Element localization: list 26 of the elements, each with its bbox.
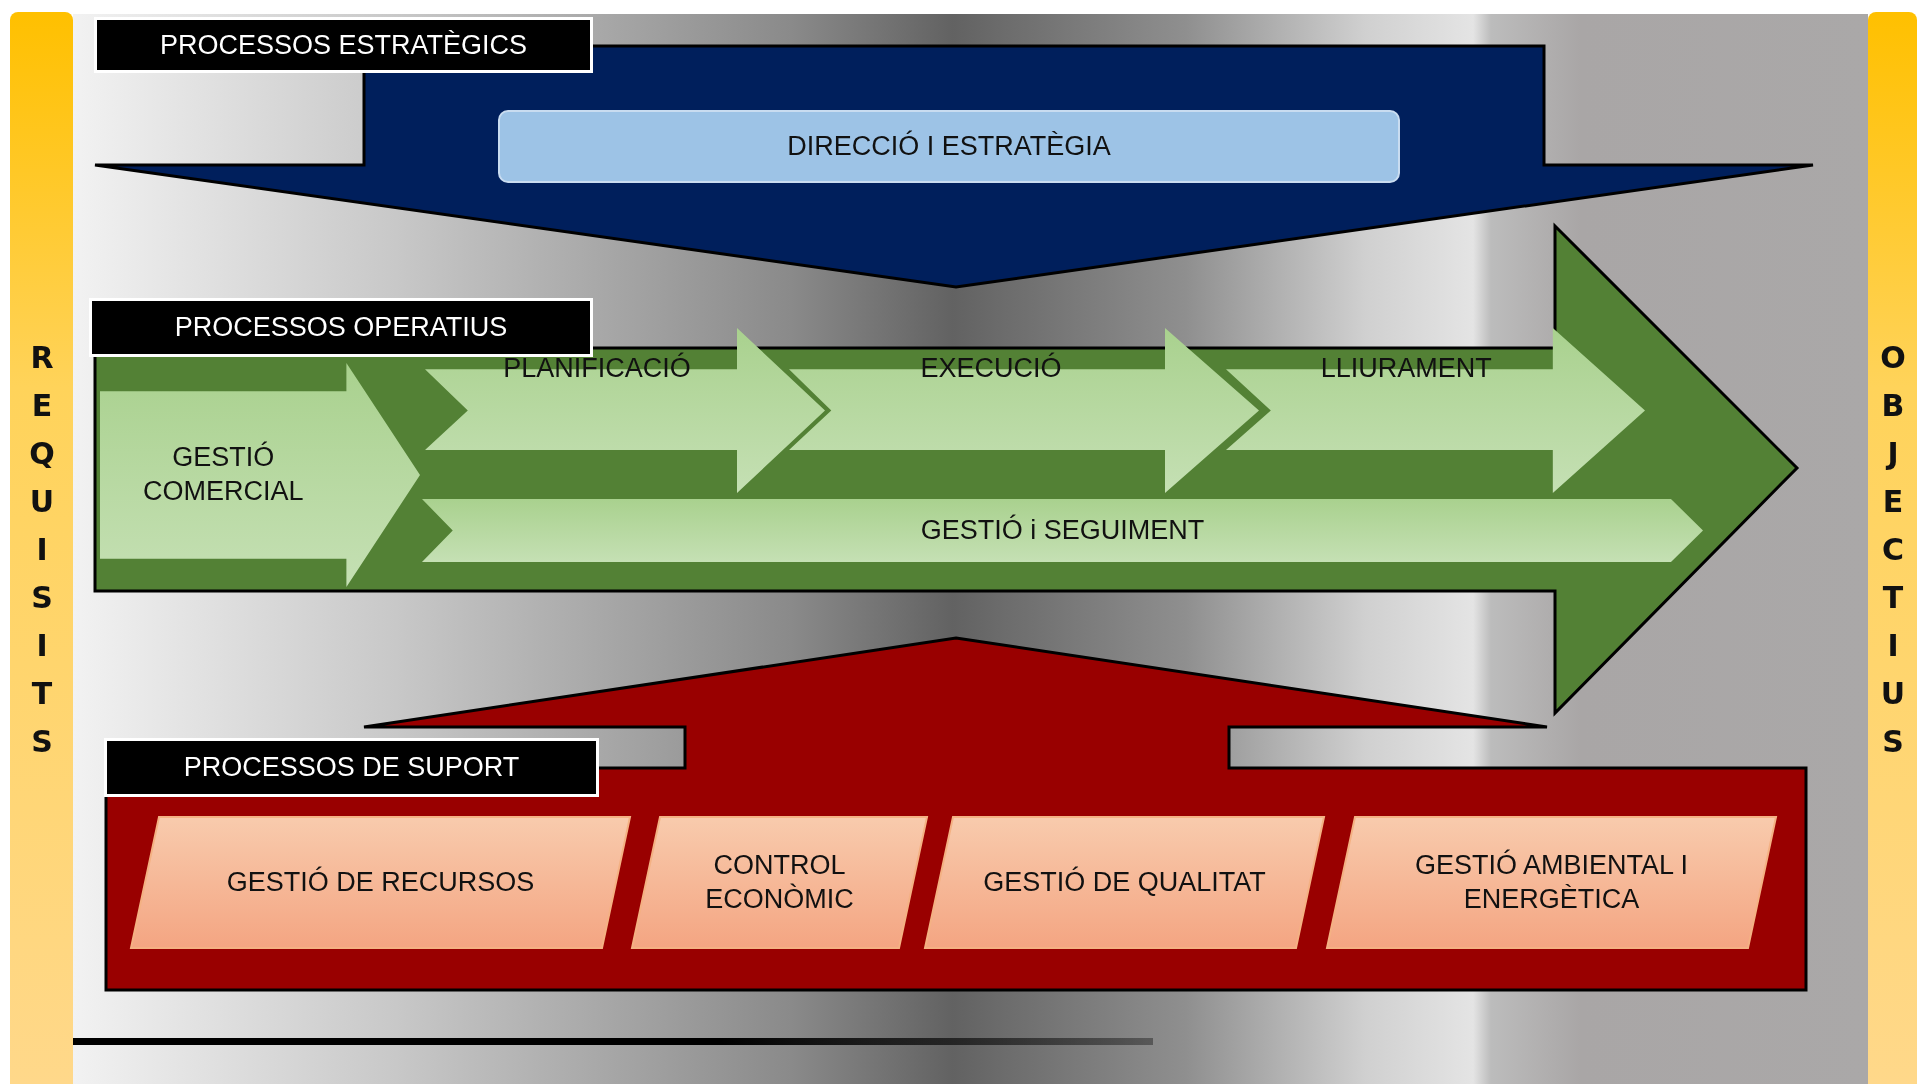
process-step — [789, 328, 1259, 493]
process-box — [498, 110, 1400, 183]
process-label: EXECUCIÓ — [919, 351, 1063, 386]
process-step — [422, 499, 1703, 562]
process-label: LLIURAMENT — [1319, 352, 1493, 386]
section-heading: PROCESSOS ESTRATÈGICS — [94, 17, 593, 73]
section-heading: PROCESSOS OPERATIUS — [89, 298, 593, 357]
process-label: CONTROL ECONÒMIC — [704, 848, 855, 916]
process-parallelogram — [1327, 817, 1776, 948]
process-parallelogram — [131, 817, 630, 948]
process-step — [100, 363, 420, 587]
vertical-label: REQUISITS — [23, 340, 60, 772]
process-parallelogram — [632, 817, 927, 948]
process-label: DIRECCIÓ I ESTRATÈGIA — [786, 129, 1112, 163]
process-label: GESTIÓ AMBIENTAL I ENERGÈTICA — [1413, 848, 1690, 916]
vertical-label: OBJECTIUS — [1874, 340, 1911, 772]
process-parallelogram — [925, 817, 1324, 948]
process-label: GESTIÓ DE QUALITAT — [982, 865, 1267, 899]
support-band — [104, 638, 1806, 990]
process-step — [1226, 328, 1645, 493]
side-bar — [1868, 12, 1917, 1084]
process-label: GESTIÓ COMERCIAL — [141, 440, 305, 508]
process-label: GESTIÓ i SEGUIMENT — [919, 513, 1206, 547]
process-label: GESTIÓ DE RECURSOS — [225, 865, 536, 899]
section-heading: PROCESSOS DE SUPORT — [104, 738, 599, 797]
side-bar — [10, 12, 73, 1084]
